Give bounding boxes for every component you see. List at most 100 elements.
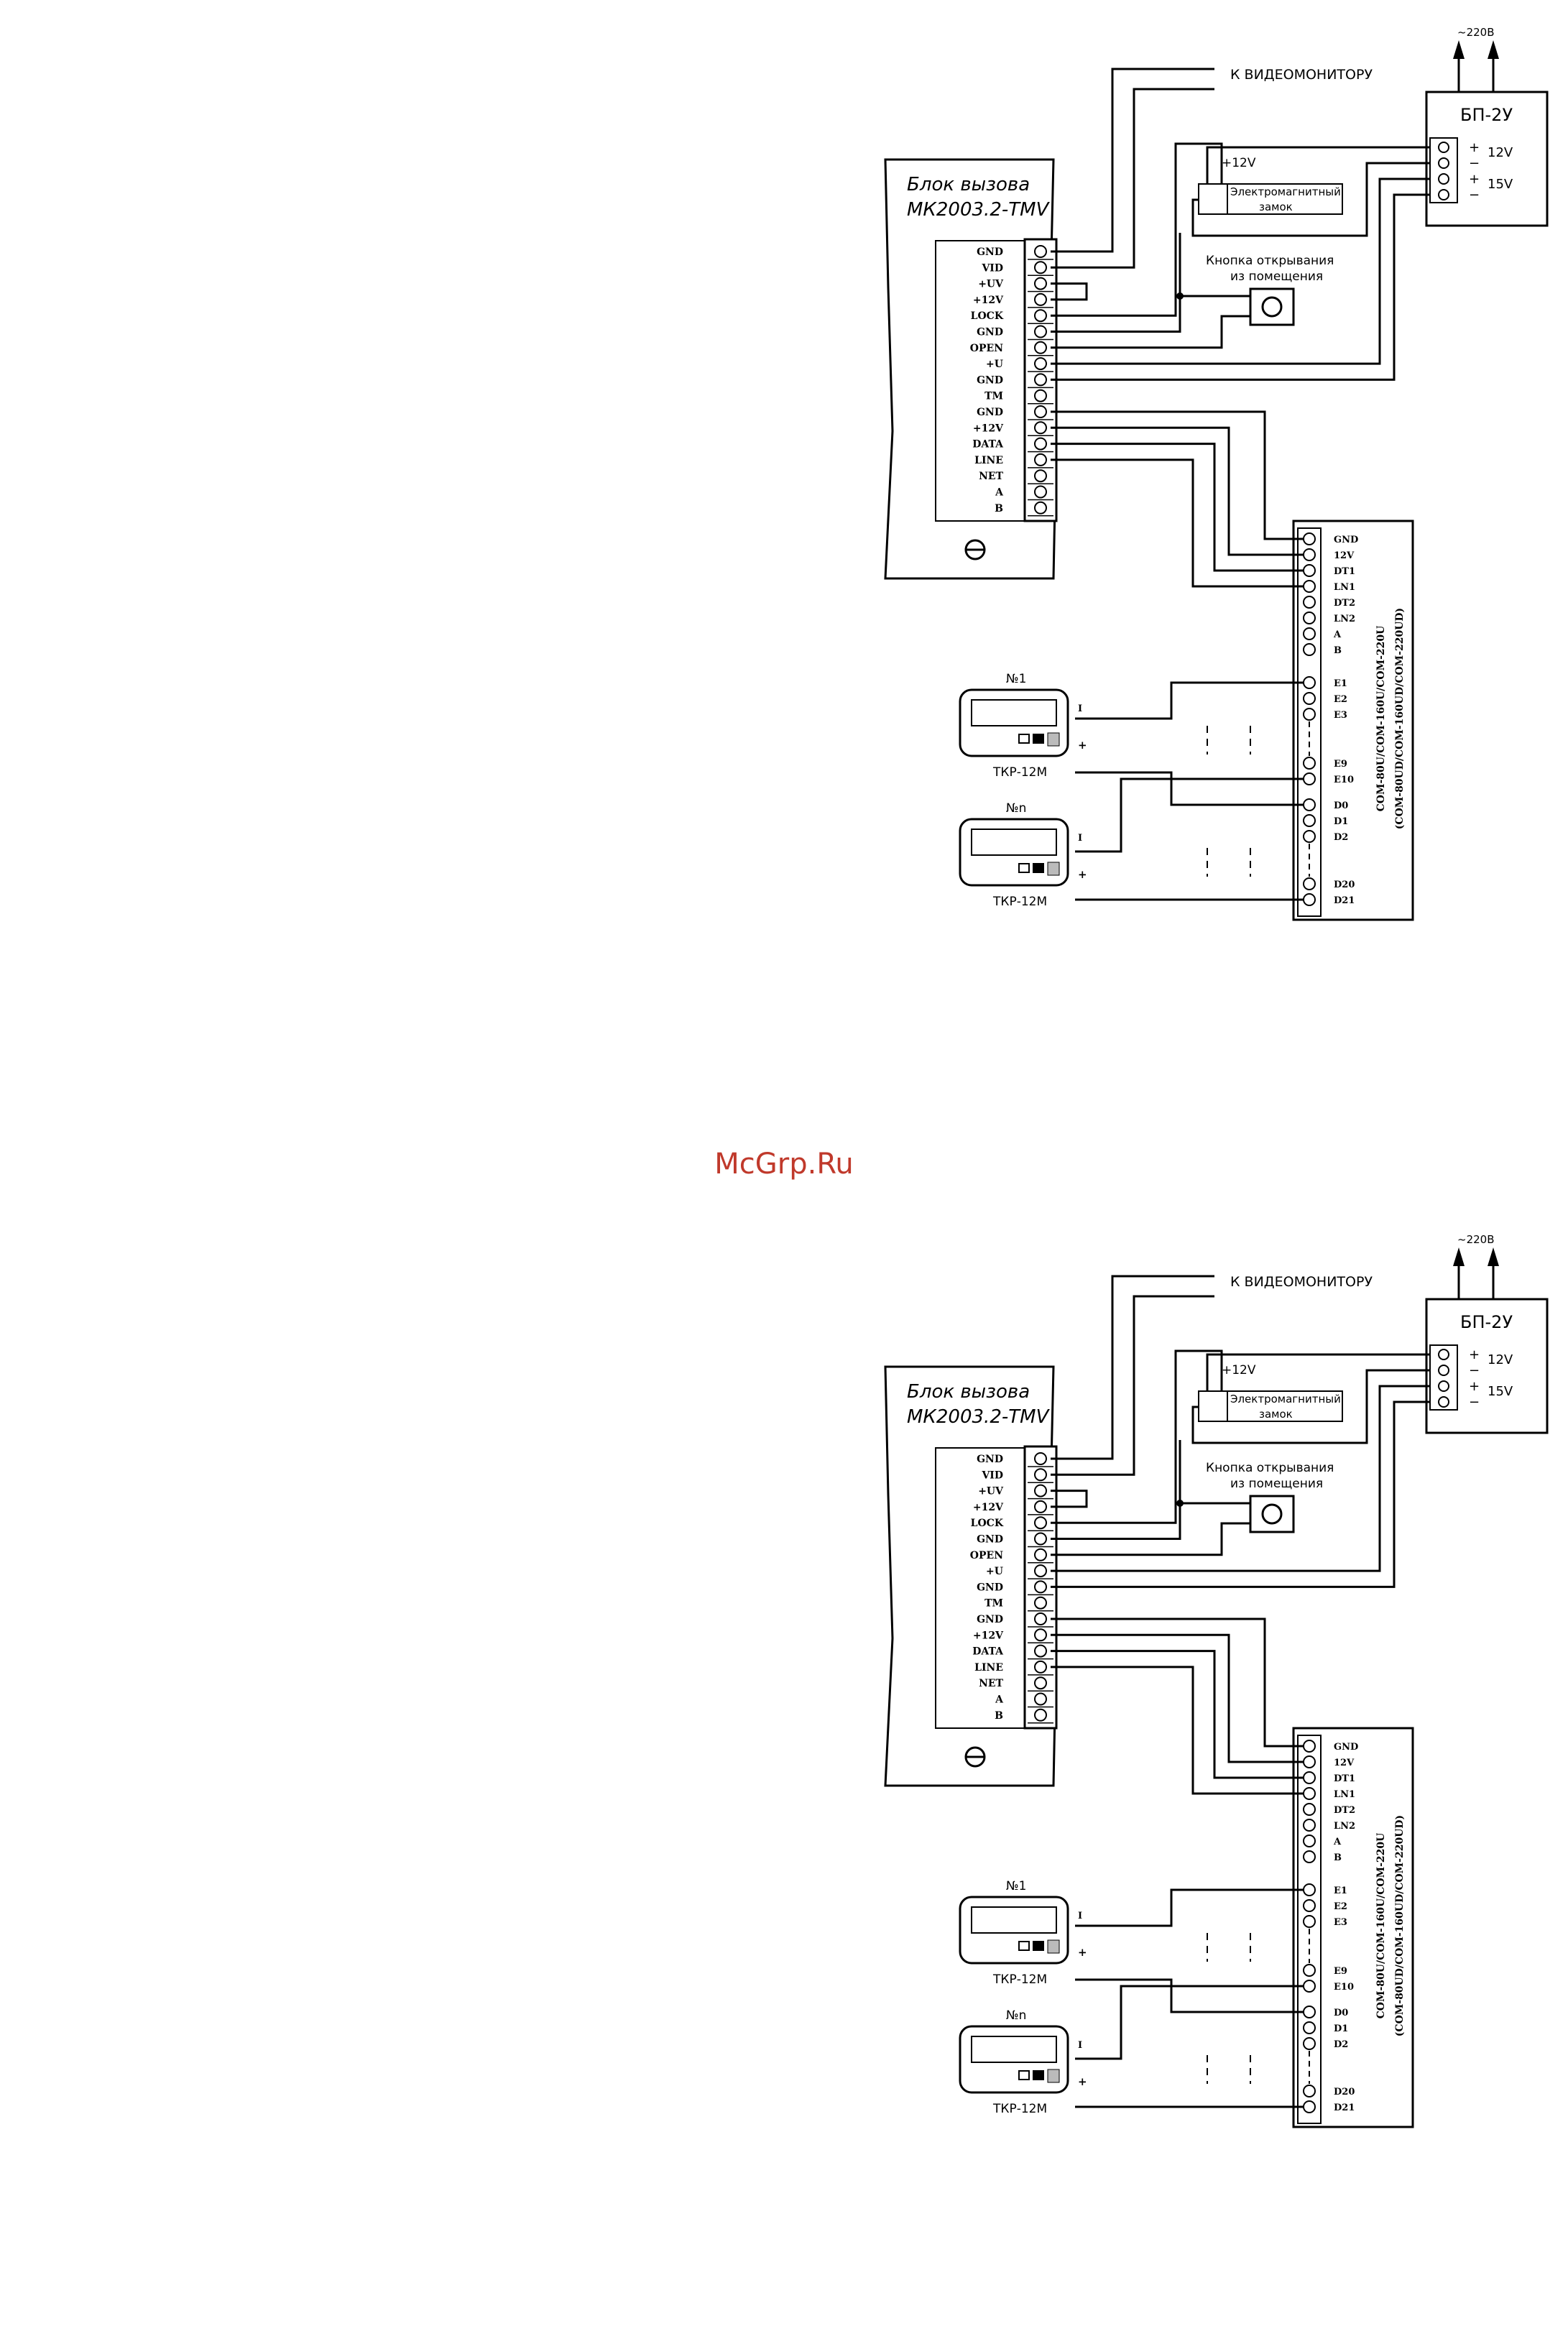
lock-label-2: замок — [1259, 200, 1293, 213]
psu-terminal-sign: + — [1469, 1347, 1480, 1362]
commutator-terminal-screw — [1303, 1740, 1316, 1753]
wire-lock-call — [1051, 142, 1223, 317]
handset-grille — [1047, 732, 1060, 747]
commutator-terminal-screw — [1303, 643, 1316, 656]
call-unit-terminal-label: GND — [977, 327, 1003, 338]
mains-arrow-1 — [1453, 1247, 1465, 1266]
commutator-terminal-screw — [1303, 2037, 1316, 2050]
call-unit-model: МК2003.2-TMV — [907, 199, 1051, 221]
handset-model: ТКР-12М — [992, 765, 1047, 780]
commutator-terminal-screw — [1303, 1980, 1316, 1993]
call-unit-terminal-label: +12V — [973, 1630, 1004, 1641]
call-unit-terminal-screw — [1034, 469, 1047, 483]
call-unit-terminal-screw — [1034, 1644, 1047, 1658]
commutator-terminal-label: D0 — [1334, 800, 1348, 811]
wire-psu-gnd2 — [1051, 1400, 1430, 1588]
call-unit-terminal-panel — [935, 240, 1025, 522]
wire-handset1-e — [1075, 681, 1304, 720]
commutator-terminal-screw — [1303, 830, 1316, 843]
handset-pin-i: I — [1078, 833, 1082, 844]
commutator-terminal-screw — [1303, 1850, 1316, 1863]
call-unit-terminal-label: DATA — [972, 439, 1004, 451]
psu-voltage-12v: 12V — [1488, 145, 1513, 160]
handset-pin-i: I — [1078, 1911, 1082, 1921]
psu-title: БП-2У — [1460, 105, 1513, 125]
commutator-terminal-label: 12V — [1334, 550, 1355, 561]
handset-model: ТКР-12М — [992, 1972, 1047, 1987]
commutator-terminal-label: E1 — [1334, 678, 1347, 689]
commutator-terminal-label: A — [1333, 629, 1342, 640]
button-knob — [1261, 296, 1283, 318]
wire-button-gnd — [1051, 295, 1250, 333]
mains-arrow-2 — [1488, 40, 1499, 59]
call-unit-terminal-label: +UV — [978, 1486, 1004, 1497]
call-unit-terminal-label: +12V — [973, 1502, 1004, 1513]
button-label-2: из помещения — [1230, 269, 1323, 284]
psu-terminal-sign: + — [1469, 1379, 1480, 1394]
button-label-2: из помещения — [1230, 1477, 1323, 1491]
handset-grille — [1047, 2069, 1060, 2083]
commutator-terminal-screw — [1303, 1819, 1316, 1832]
call-unit-terminal-screw — [1034, 1564, 1047, 1578]
call-unit-terminal-screw — [1034, 1548, 1047, 1561]
call-unit-terminal-screw — [1034, 1612, 1047, 1625]
commutator-terminal-label: DT1 — [1334, 566, 1355, 577]
call-unit-terminal-screw — [1034, 437, 1047, 451]
commutator-terminal-screw — [1303, 676, 1316, 689]
call-unit-terminal-screw — [1034, 245, 1047, 258]
wire-lock-call — [1051, 1349, 1223, 1524]
call-unit-terminal-label: LOCK — [971, 1518, 1004, 1529]
mains-label: ~220В — [1457, 1233, 1495, 1246]
to-monitor-label: К ВИДЕОМОНИТОРУ — [1230, 67, 1373, 83]
wire-psu-gnd-lock — [1191, 162, 1430, 237]
psu-terminal-sign: − — [1469, 156, 1480, 171]
call-unit-terminal-label: +UV — [978, 279, 1004, 290]
jumper-uv-12v — [1051, 1490, 1088, 1508]
call-unit-terminal-label: TM — [984, 391, 1003, 402]
wire-button-gnd — [1051, 1502, 1250, 1540]
commutator-terminal-label: DT2 — [1334, 1805, 1355, 1816]
call-unit-terminal-label: GND — [977, 1454, 1003, 1465]
wire-psu-12v-lock — [1206, 146, 1430, 184]
call-unit-terminal-label: +12V — [973, 295, 1004, 306]
call-unit-terminal-screw — [1034, 453, 1047, 466]
wire-psu-15v — [1051, 177, 1430, 365]
wire-com-12v — [1051, 426, 1304, 556]
commutator-terminal-label: LN1 — [1334, 582, 1355, 593]
commutator-terminal-screw — [1303, 1883, 1316, 1896]
commutator-terminal-label: 12V — [1334, 1758, 1355, 1768]
call-unit-terminal-screw — [1034, 405, 1047, 418]
handset-button-2 — [1033, 1941, 1044, 1951]
psu-voltage-15v: 15V — [1488, 1384, 1513, 1399]
commutator-terminal-label: E9 — [1334, 1966, 1347, 1977]
lock-label-2: замок — [1259, 1408, 1293, 1421]
wire-psu-gnd-lock — [1191, 1369, 1430, 1444]
commutator-terminal-label: D20 — [1334, 2087, 1355, 2097]
commutator-terminal-screw — [1303, 772, 1316, 785]
call-unit-terminal-label: A — [995, 1694, 1004, 1706]
psu-terminal-sign: − — [1469, 1395, 1480, 1410]
commutator-model-alt: (COM-80UD/COM-160UD/COM-220UD) — [1394, 1815, 1406, 2036]
commutator-terminal-label: LN2 — [1334, 1821, 1355, 1832]
lock-coil — [1198, 1390, 1228, 1422]
call-unit-terminal-screw — [1034, 309, 1047, 323]
call-unit-terminal-screw — [1034, 292, 1047, 306]
call-unit-terminal-screw — [1034, 1692, 1047, 1706]
handset-number: №n — [1006, 801, 1026, 816]
wire-monitor-vid — [1051, 88, 1214, 269]
commutator-terminal-label: DT1 — [1334, 1773, 1355, 1784]
handset-grille — [1047, 1939, 1060, 1954]
call-unit-terminal-label: GND — [977, 1582, 1003, 1593]
psu-terminal-sign: + — [1469, 172, 1480, 187]
wire-handsetn-e — [1075, 777, 1304, 853]
commutator-terminal-label: D2 — [1334, 832, 1348, 843]
call-unit-terminal-screw — [1034, 277, 1047, 290]
wire-handset1-d — [1075, 1978, 1304, 2013]
commutator-terminal-label: E3 — [1334, 710, 1347, 721]
commutator-terminal-label: E2 — [1334, 694, 1347, 705]
psu-terminal-screw — [1438, 1349, 1449, 1360]
commutator-terminal-screw — [1303, 1915, 1316, 1928]
commutator-terminal-label: GND — [1334, 1742, 1358, 1753]
mains-arrow-2 — [1488, 1247, 1499, 1266]
